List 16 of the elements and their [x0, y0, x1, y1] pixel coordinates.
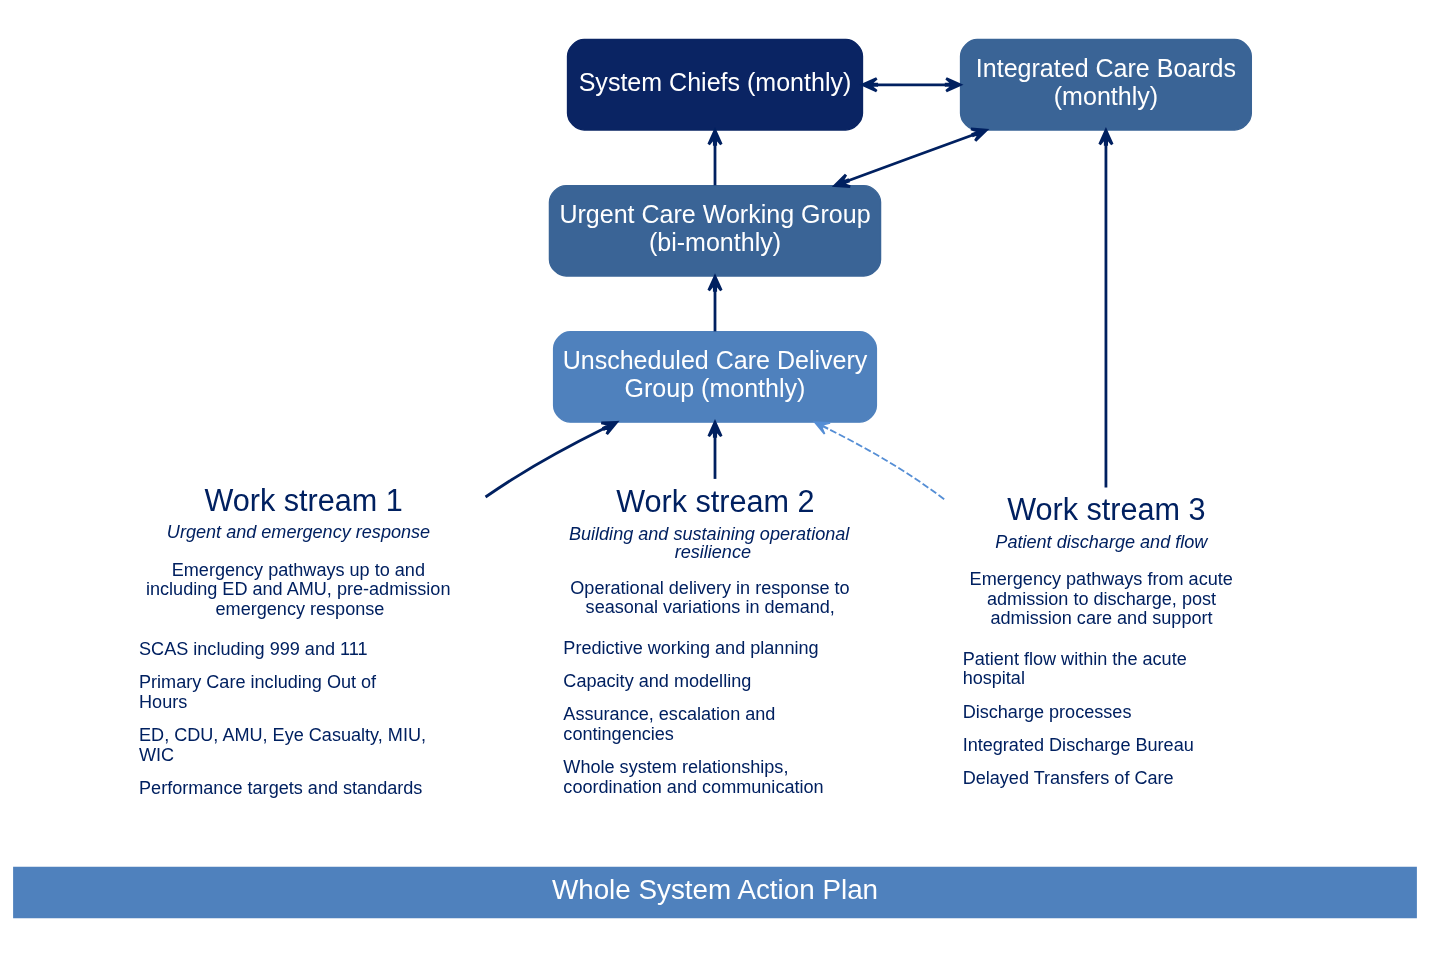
node-box: Unscheduled Care Delivery Group (monthly) — [552, 331, 878, 423]
arrow — [813, 421, 946, 501]
node-text: Work stream 3 Patient discharge and flow Emergency pathways from acute admission to discharge, post admission care and support Patient flow within the acute hospital Discharge processes Integrated Discharge Bureau Delayed Transfers of Care — [962, 492, 1233, 789]
node-box: Whole System Action Plan — [13, 866, 1417, 919]
node-text: Work stream 2 Building and sustaining operational resilience Operational delivery in response to seasonal variations in demand, Predictive working and planning Capacity and modelling Assurance, escalation and contingencies Whole system relationships, coordination and communication — [563, 484, 850, 797]
arrow — [833, 127, 988, 188]
arrow — [861, 77, 962, 93]
node-text: Work stream 1 Urgent and emergency response Emergency pathways up to and including ED and AMU, pre-admission emergency response SCAS including 999 and 111 Primary Care including Out of Hours ED, CDU, AMU, Eye Casualty, MIU, WIC Performance targets and standards — [139, 482, 451, 799]
arrow — [707, 129, 723, 186]
node-box: Integrated Care Boards (monthly) — [959, 38, 1252, 131]
node-box: Urgent Care Working Group (bi-monthly) — [548, 184, 882, 277]
arrow — [484, 420, 618, 499]
arrow — [707, 420, 723, 479]
arrow — [1098, 129, 1114, 488]
node-box: System Chiefs (monthly) — [566, 38, 864, 131]
arrow — [707, 275, 723, 332]
